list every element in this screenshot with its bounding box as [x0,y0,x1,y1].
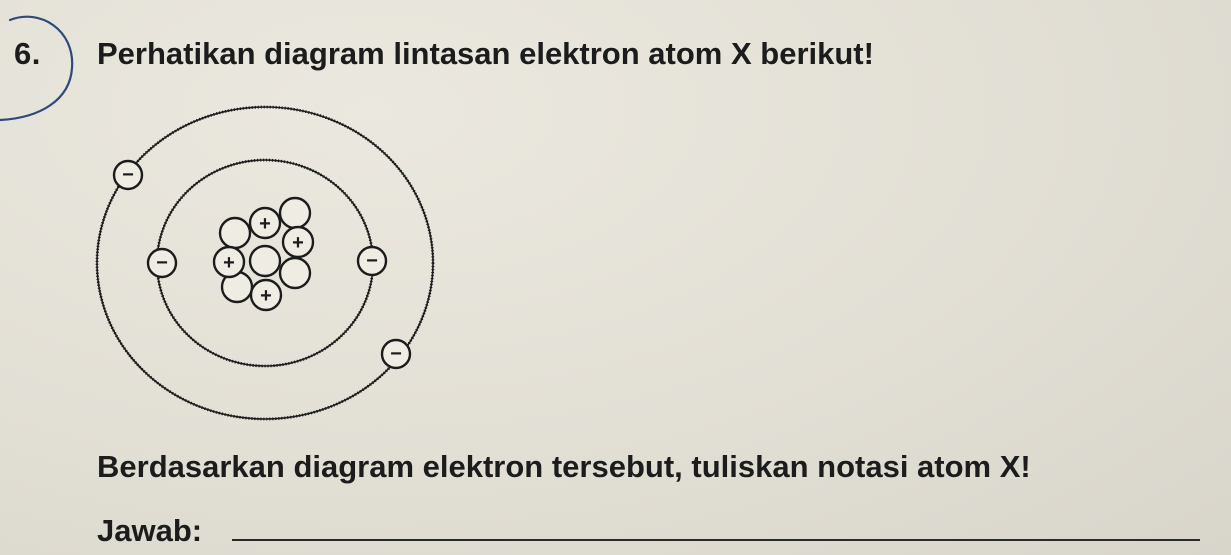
electron: − [112,159,144,191]
electron-shell-diagram: + + + + − − − − [95,105,435,421]
electron: − [380,338,412,370]
proton: + [248,206,282,240]
instruction-text: Berdasarkan diagram elektron tersebut, t… [97,449,1031,484]
svg-text:+: + [260,285,272,307]
answer-label: Jawab: [97,513,203,548]
proton: + [249,278,283,312]
answer-row: Jawab: [97,513,1201,549]
neutron [248,244,282,278]
neutron [218,216,252,250]
answer-line[interactable] [232,513,1201,541]
svg-text:−: − [366,250,378,272]
svg-text:+: + [223,252,235,274]
question-number: 6. [14,36,41,71]
svg-text:+: + [259,213,271,235]
proton: + [212,245,246,279]
nucleus: + + + + [212,196,315,312]
svg-text:−: − [122,164,134,186]
svg-text:−: − [156,252,168,274]
pen-circle-mark [0,15,74,122]
electron: − [356,245,388,277]
neutron [278,256,312,290]
electron: − [146,247,178,279]
neutron [278,196,312,230]
svg-text:+: + [292,232,304,254]
svg-text:−: − [390,343,402,365]
question-text: Perhatikan diagram lintasan elektron ato… [97,36,874,71]
proton: + [281,225,315,259]
